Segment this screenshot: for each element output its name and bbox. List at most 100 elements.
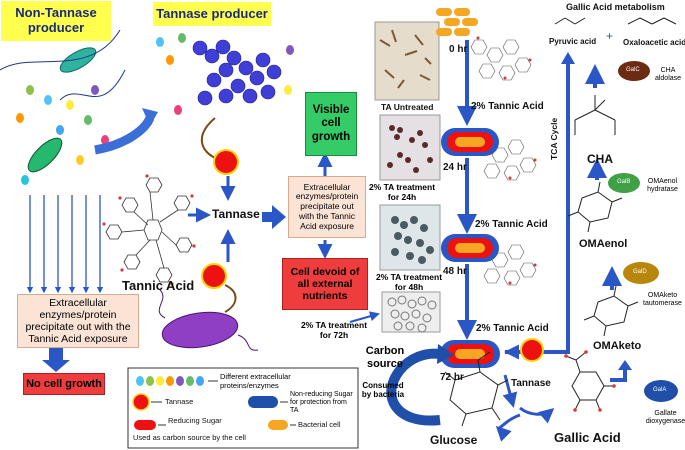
cha-label: CHA (587, 152, 613, 166)
micrograph-72h (381, 291, 441, 333)
micrograph-untreated (374, 21, 440, 101)
cha-molecule (574, 95, 616, 135)
ta-untreated-label: TA Untreated (381, 102, 434, 112)
cell-devoid-box: Cell devoid of all external nutrients (282, 258, 368, 310)
tannase-center-label: Tannase (212, 207, 260, 221)
glucose-label: Glucose (430, 433, 478, 447)
omaenol-hydratase-label: OMAenol hydratase (647, 177, 678, 193)
legend-nonreducing-symbol (248, 396, 278, 408)
gallic-acid-molecule (565, 351, 614, 411)
curl-arrow-top (200, 117, 216, 159)
arrow-to-glucose (502, 374, 518, 408)
enzyme-gala-label: GalA (653, 387, 667, 393)
enzyme-galb (608, 173, 640, 193)
pyruvic-acid-molecule (554, 17, 586, 25)
tannic-acid-molecule (105, 177, 193, 283)
oxaloacetic-acid-label: Oxaloacetic acid (623, 38, 685, 47)
tannic-acid-clusters (470, 39, 537, 286)
gallic-acid-oxygens (564, 350, 616, 412)
legend-proteins-text: Different extracellular proteins/enzymes (220, 372, 291, 390)
ta-72h-label: 2% TA treatment for 72h (300, 320, 368, 340)
precipitate-arrows (26, 195, 104, 294)
tannase-producer-proteins (156, 33, 294, 115)
enzyme-gald-label: GalD (633, 269, 647, 275)
visible-cell-growth-box: Visible cell growth (305, 92, 357, 156)
tannic-acid-label: Tannic Acid (122, 278, 195, 293)
omaenol-molecule (567, 181, 623, 233)
tannase-enzyme-bottom (201, 263, 227, 289)
enzyme-galb-label: GalB (617, 179, 631, 185)
tannic-2pct-a-label: 2% Tannic Acid (471, 101, 544, 112)
tannase-enzyme-top (213, 149, 239, 175)
ta-48h-label: 2% TA treatment for 48h (375, 272, 443, 292)
gallate-dioxygenase-label: Gallate dioxygenase (645, 409, 685, 425)
carbon-source-head (437, 344, 454, 364)
arrow-right-head (272, 205, 286, 229)
non-tannase-producer-label: Non-Tannase producer (1, 1, 111, 41)
plus-sign: + (606, 29, 614, 43)
curved-arrow-left-head (142, 108, 158, 126)
enzyme-galc-label: GalC (626, 67, 640, 73)
tca-cycle-label: TCA Cycle (549, 117, 559, 160)
legend-reducing-line2: Used as carbon source by the cell (133, 433, 246, 442)
micrograph-48h (379, 204, 441, 271)
consumed-by-bacteria-label: Consumed by bacteria (361, 380, 405, 399)
tannase-producer-cocci (192, 39, 282, 106)
metabolism-title: Gallic Acid metabolism (566, 2, 665, 12)
tannase-producer-bacillus (161, 311, 239, 349)
tannase-producer-label: Tannase producer (153, 2, 271, 26)
down-arrow-head (42, 360, 70, 372)
hr-72-label: 72 hr (440, 372, 464, 383)
legend-tannase-text: Tannase (165, 397, 194, 406)
legend-protein-dots (136, 376, 204, 386)
tannase-right-label: Tannase (511, 378, 551, 389)
no-cell-growth-box: No cell growth (23, 373, 105, 395)
enzyme-galc (618, 61, 650, 81)
enzyme-gald (623, 262, 659, 284)
legend-reducing-symbol (134, 420, 156, 430)
legend-bacterial-text: Bacterial cell (298, 420, 341, 429)
cell-24hr (441, 128, 499, 156)
tannic-2pct-c-label: 2% Tannic Acid (476, 323, 549, 334)
arrow-72h-label (349, 311, 380, 323)
omaketo-label: OMAketo (593, 340, 642, 352)
tca-arrow-head (561, 52, 575, 64)
legend-nonreducing-text: Non-reducing Sugar for protection from T… (290, 390, 353, 415)
omaketo-tautomerase-label: OMAketo tautomerase (643, 291, 682, 307)
curved-arrow-left (94, 115, 155, 155)
arrow-to-gallic (519, 406, 555, 424)
legend-reducing-line1: Reducing Sugar (168, 416, 222, 425)
glucose-molecule (444, 351, 509, 427)
legend-bacterial-symbol (268, 420, 288, 430)
oxaloacetic-molecule (627, 17, 677, 25)
curl-arrow-bottom (224, 284, 237, 313)
arrow-gallic-to-omaketo (610, 368, 627, 382)
down-arrow-shaft (49, 348, 63, 362)
cell-48hr (441, 234, 499, 262)
micrograph-24h (379, 114, 441, 181)
legend-tannase-symbol (132, 393, 150, 411)
omaketo-molecule (583, 285, 639, 337)
non-tannase-proteins (16, 85, 109, 185)
extracellular-center-box: Extracellular enzymes/protein precipitat… (288, 176, 366, 238)
carbon-source-curve (386, 348, 441, 426)
hr-48-label: 48 hr (443, 266, 467, 277)
arrow-right-shaft (262, 212, 274, 222)
bacteria-0hr (436, 8, 478, 36)
tannase-enzyme-right (520, 338, 544, 362)
tannic-2pct-b-label: 2% Tannic Acid (475, 219, 548, 230)
tannic-acid-oxygens (102, 174, 196, 286)
omaenol-label: OMAenol (579, 238, 628, 250)
extracellular-left-box: Extracellular enzymes/protein precipitat… (17, 294, 139, 348)
arrow-gallic-to-omaketo-head (618, 360, 632, 370)
hr-0-label: 0 hr (449, 44, 468, 55)
arrow-glucose-return (495, 413, 521, 442)
ta-24h-label: 2% TA treatment for 24h (368, 182, 436, 202)
cha-aldolase-label: CHA aldolase (654, 66, 682, 82)
enzyme-gala (644, 380, 678, 402)
hr-24-label: 24 hr (443, 162, 467, 173)
pyruvic-acid-label: Pyruvic acid (549, 37, 597, 46)
gallic-acid-label: Gallic Acid (554, 430, 621, 445)
